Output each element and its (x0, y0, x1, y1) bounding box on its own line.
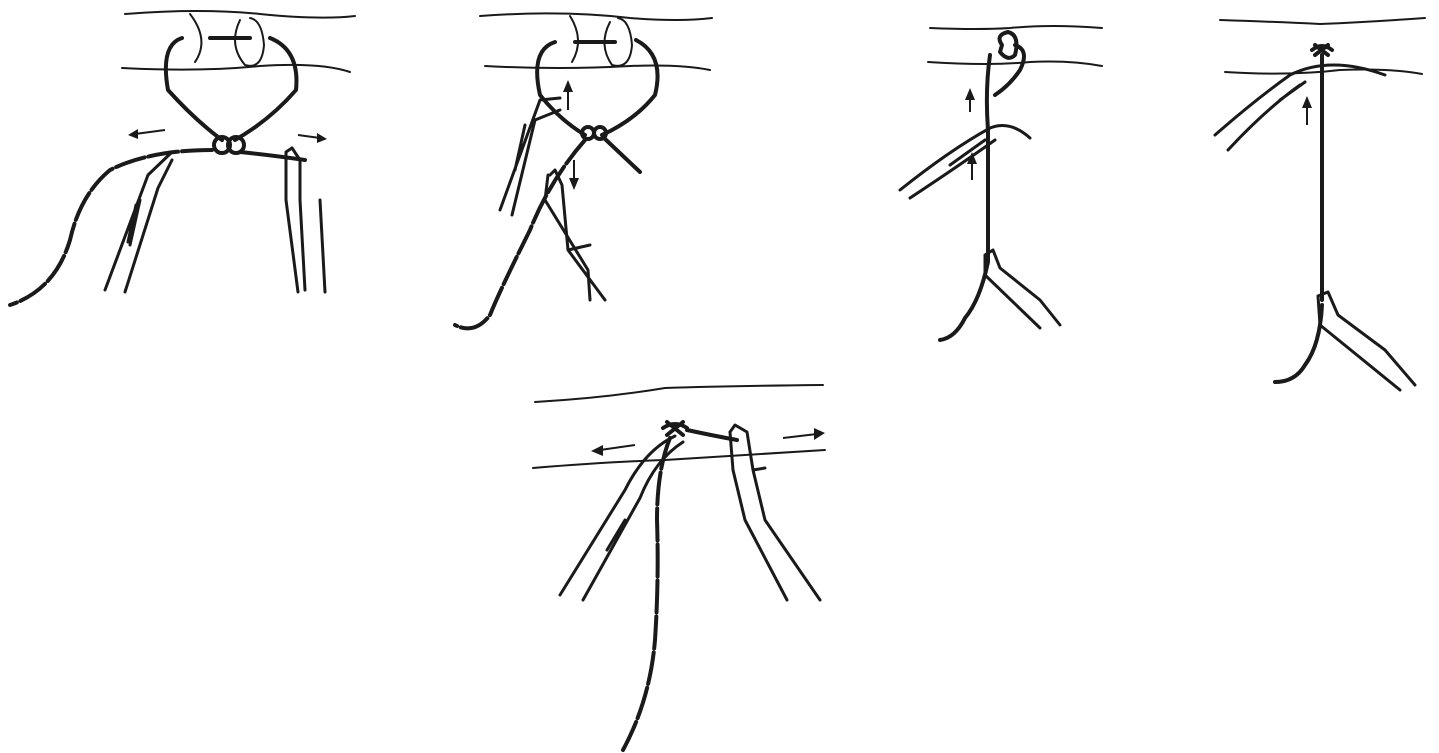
suture-tail (1275, 305, 1322, 382)
tissue-edge-top (930, 26, 1102, 29)
knot-icon (663, 422, 687, 435)
arrow-left-icon (135, 130, 165, 134)
panel-2-drawing (440, 0, 730, 340)
arrow-right-icon (783, 434, 817, 438)
tissue-edge-bottom (122, 65, 350, 72)
grasper-right (545, 170, 605, 300)
panel-1-drawing (0, 0, 365, 320)
suture-loop (166, 38, 297, 140)
arrow-right-icon (298, 135, 320, 138)
suture-strand (987, 55, 990, 260)
grasper-bottom (1318, 292, 1415, 390)
panel-3 (890, 0, 1110, 345)
panel-4-drawing (1210, 0, 1439, 400)
panel-1 (0, 0, 365, 320)
arrow-left-icon (600, 445, 635, 450)
tissue-edge-top (1220, 18, 1425, 24)
tissue-edge-bottom (533, 450, 825, 468)
knot-pusher (1215, 65, 1385, 150)
tissue-edge-top (480, 13, 712, 20)
panel-5-drawing (525, 380, 835, 753)
panel-2 (440, 0, 730, 340)
tissue-edge-bottom (485, 66, 710, 71)
needle-holder-left (105, 152, 172, 292)
panel-4 (1210, 0, 1439, 400)
tissue-edge-top (125, 11, 355, 18)
suture-tail (940, 262, 988, 340)
panel-3-drawing (890, 0, 1110, 345)
tissue-edge-top (535, 385, 823, 402)
grasper-bottom (985, 250, 1060, 328)
tissue-ring (235, 18, 264, 66)
suture-tail (10, 150, 212, 305)
tissue-edge-bottom (928, 62, 1102, 67)
knot-pusher (900, 126, 1030, 198)
panel-5 (525, 380, 835, 753)
grasper-right (286, 148, 325, 292)
needle-holder-left (500, 98, 560, 215)
suture-loop (537, 40, 657, 135)
